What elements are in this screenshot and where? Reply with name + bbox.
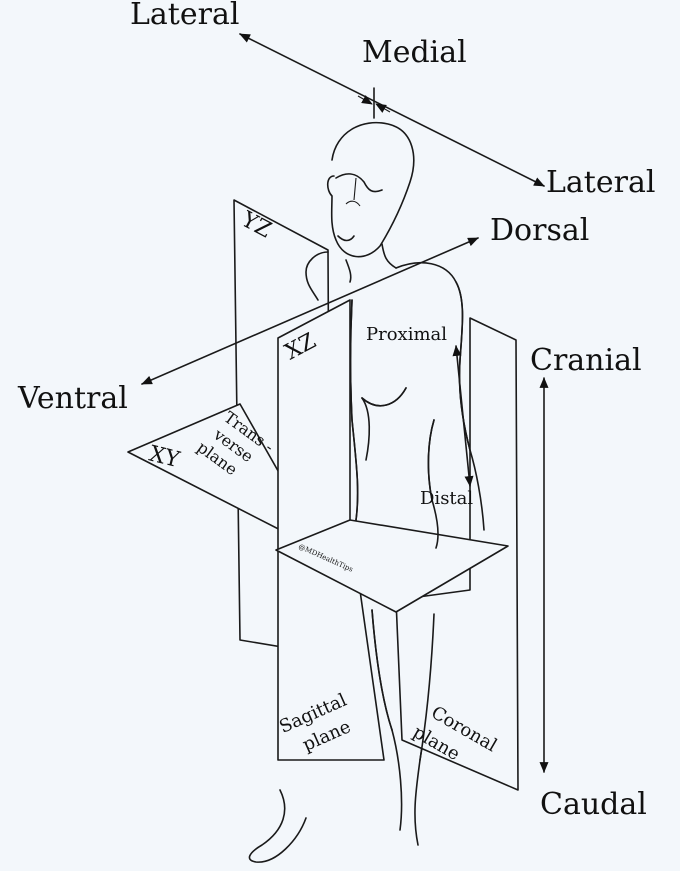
label-dorsal: Dorsal: [490, 213, 589, 248]
label-cranial: Cranial: [530, 343, 642, 378]
label-proximal: Proximal: [366, 324, 447, 345]
proximal-distal-axis: [452, 345, 474, 487]
label-caudal: Caudal: [540, 787, 647, 822]
label-lateral-right: Lateral: [546, 165, 655, 200]
label-lateral-left: Lateral: [130, 0, 239, 32]
coronal-plane: [395, 317, 519, 791]
lateral-medial-axis: [239, 33, 545, 187]
dorsal-ventral-axis: [141, 237, 479, 385]
waist-plane: [275, 519, 509, 613]
label-ventral: Ventral: [17, 381, 128, 416]
label-distal: Distal: [420, 488, 473, 509]
label-medial: Medial: [362, 35, 467, 70]
